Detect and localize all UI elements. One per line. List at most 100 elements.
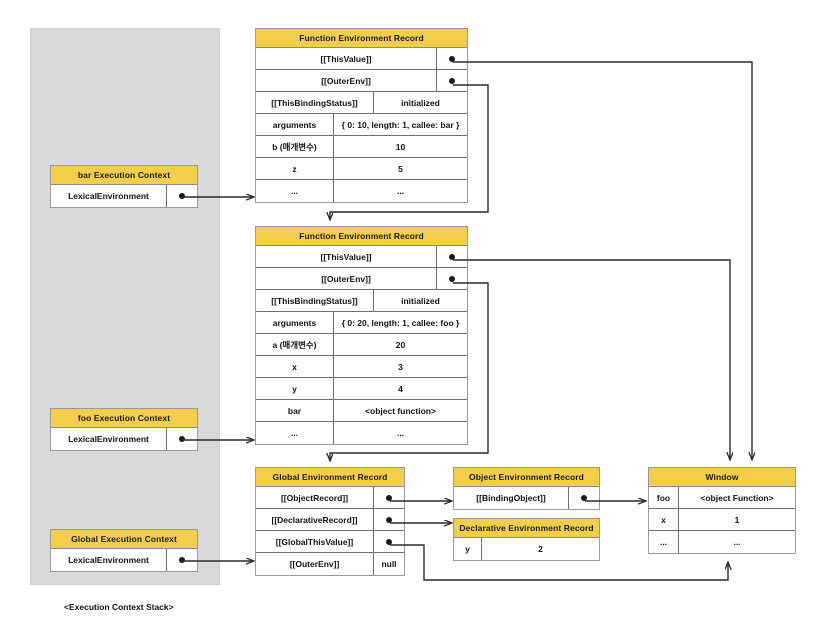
row-key: [[GlobalThisValue]] [256, 531, 374, 552]
row-key: ... [256, 422, 334, 444]
row-value: ... [733, 537, 741, 547]
pointer-cell[interactable] [437, 48, 467, 69]
row-key: [[ThisBindingStatus]] [256, 290, 374, 311]
pointer-cell[interactable] [374, 509, 404, 530]
table-row: [[OuterEnv]] null [256, 553, 404, 575]
pointer-dot-icon [386, 516, 392, 523]
pointer-cell[interactable] [167, 549, 197, 571]
pointer-cell[interactable] [167, 428, 197, 450]
wire-bar-outerenv-to-foo-fer [330, 84, 489, 220]
row-key: z [256, 158, 334, 179]
row-key: [[DeclarativeRecord]] [256, 509, 374, 530]
pointer-cell[interactable] [374, 531, 404, 552]
row-key: [[ThisValue]] [256, 246, 437, 267]
wire-foo-outerenv-to-global-er [330, 282, 489, 461]
foo-fer-title: Function Environment Record [256, 227, 467, 246]
lexical-environment-label: LexicalEnvironment [51, 428, 167, 450]
row-key: [[BindingObject]] [454, 487, 569, 509]
pointer-dot-icon [581, 495, 587, 501]
row-value: 1 [734, 514, 740, 525]
table-row[interactable]: [[ThisValue]] [256, 48, 467, 70]
table-row: [[ThisBindingStatus]] initialized [256, 290, 467, 312]
lexical-environment-label: LexicalEnvironment [51, 185, 167, 207]
execution-context-stack-caption: <Execution Context Stack> [64, 602, 174, 612]
pointer-dot-icon [179, 557, 185, 563]
row-value: 2 [538, 544, 543, 554]
row-key: [[OuterEnv]] [256, 268, 437, 289]
pointer-cell[interactable] [569, 487, 599, 509]
pointer-cell[interactable] [437, 246, 467, 267]
row-value: <object function> [365, 405, 436, 416]
table-row: arguments { 0: 20, length: 1, callee: fo… [256, 312, 467, 334]
foo-function-environment-record-box[interactable]: Function Environment Record [[ThisValue]… [255, 226, 468, 445]
table-row: [[ThisBindingStatus]] initialized [256, 92, 467, 114]
row-key: x [649, 509, 679, 530]
pointer-dot-icon [449, 253, 455, 260]
table-row[interactable]: LexicalEnvironment [51, 185, 197, 207]
table-row: y 4 [256, 378, 467, 400]
row-key: [[OuterEnv]] [256, 70, 437, 91]
row-value: { 0: 10, length: 1, callee: bar } [341, 119, 460, 130]
pointer-dot-icon [386, 538, 392, 545]
row-value: 3 [398, 361, 403, 372]
row-key: y [256, 378, 334, 399]
table-row: x 1 [649, 509, 795, 531]
global-execution-context-box[interactable]: Global Execution Context LexicalEnvironm… [50, 529, 198, 572]
row-value: 20 [395, 339, 406, 350]
object-environment-record-box[interactable]: Object Environment Record [[BindingObjec… [453, 467, 600, 510]
table-row[interactable]: [[GlobalThisValue]] [256, 531, 404, 553]
pointer-dot-icon [179, 436, 185, 442]
table-row: b (매개변수) 10 [256, 136, 467, 158]
pointer-cell[interactable] [437, 70, 467, 91]
table-row[interactable]: [[DeclarativeRecord]] [256, 509, 404, 531]
global-er-title: Global Environment Record [256, 468, 404, 487]
row-value: initialized [401, 97, 440, 108]
row-key: [[ThisValue]] [256, 48, 437, 69]
row-value: initialized [401, 295, 440, 306]
pointer-cell[interactable] [374, 487, 404, 508]
table-row[interactable]: [[ThisValue]] [256, 246, 467, 268]
pointer-dot-icon [179, 193, 185, 199]
pointer-cell[interactable] [437, 268, 467, 289]
row-value: 4 [398, 383, 403, 394]
wire-foo-thisvalue-to-window [453, 259, 730, 460]
row-key: foo [649, 487, 679, 508]
table-row[interactable]: [[OuterEnv]] [256, 268, 467, 290]
pointer-cell[interactable] [167, 185, 197, 207]
row-key: a (매개변수) [256, 334, 334, 355]
table-row[interactable]: [[BindingObject]] [454, 487, 599, 509]
foo-execution-context-title: foo Execution Context [51, 409, 197, 428]
table-row: y 2 [454, 538, 599, 560]
table-row: foo <object Function> [649, 487, 795, 509]
window-object-box[interactable]: Window foo <object Function> x 1 ... ... [648, 467, 796, 554]
bar-function-environment-record-box[interactable]: Function Environment Record [[ThisValue]… [255, 28, 468, 203]
table-row[interactable]: [[OuterEnv]] [256, 70, 467, 92]
table-row[interactable]: LexicalEnvironment [51, 428, 197, 450]
row-key: [[ObjectRecord]] [256, 487, 374, 508]
foo-execution-context-box[interactable]: foo Execution Context LexicalEnvironment [50, 408, 198, 451]
row-value: ... [396, 186, 405, 196]
table-row: ... ... [256, 180, 467, 202]
table-row[interactable]: LexicalEnvironment [51, 549, 197, 571]
wire-bar-thisvalue-to-window [453, 61, 752, 460]
row-key: [[OuterEnv]] [256, 553, 374, 575]
declarative-environment-record-box[interactable]: Declarative Environment Record y 2 [453, 518, 600, 561]
row-value: { 0: 20, length: 1, callee: foo } [341, 317, 460, 328]
row-key: ... [649, 531, 679, 553]
table-row: z 5 [256, 158, 467, 180]
row-value: ... [396, 428, 405, 438]
table-row[interactable]: [[ObjectRecord]] [256, 487, 404, 509]
execution-context-stack-background [30, 28, 220, 585]
lexical-environment-label: LexicalEnvironment [51, 549, 167, 571]
declarative-er-title: Declarative Environment Record [454, 519, 599, 538]
bar-fer-title: Function Environment Record [256, 29, 467, 48]
global-environment-record-box[interactable]: Global Environment Record [[ObjectRecord… [255, 467, 405, 576]
table-row: bar <object function> [256, 400, 467, 422]
table-row: a (매개변수) 20 [256, 334, 467, 356]
table-row: arguments { 0: 10, length: 1, callee: ba… [256, 114, 467, 136]
bar-execution-context-box[interactable]: bar Execution Context LexicalEnvironment [50, 165, 198, 208]
row-value: 5 [398, 163, 403, 174]
pointer-dot-icon [449, 77, 455, 84]
